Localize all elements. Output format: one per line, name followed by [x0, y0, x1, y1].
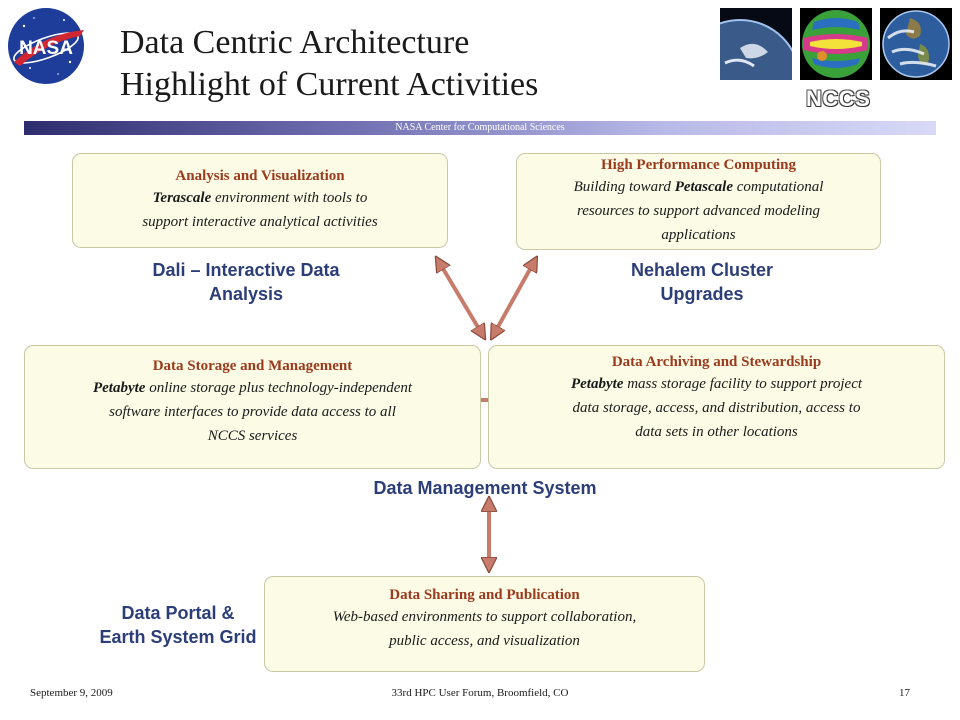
- footer-date: September 9, 2009: [30, 687, 113, 699]
- archiving-text-line3: data sets in other locations: [635, 424, 798, 440]
- sharing-text-line2: public access, and visualization: [389, 633, 580, 649]
- sharing-publication-box: Data Sharing and Publication Web-based e…: [264, 576, 705, 672]
- sharing-text-line1: Web-based environments to support collab…: [332, 609, 637, 625]
- analysis-bold: Terascale: [152, 190, 212, 206]
- nasa-logo: NASA: [8, 8, 84, 84]
- storage-text-line1: Petabyte online storage plus technology-…: [25, 376, 480, 400]
- portal-label: Data Portal & Earth System Grid: [62, 601, 294, 649]
- analysis-visualization-box: Analysis and Visualization Terascale env…: [72, 153, 448, 248]
- analysis-text-line2: support interactive analytical activitie…: [142, 214, 378, 230]
- nasa-logo-text: NASA: [19, 38, 73, 59]
- hpc-bold: Petascale: [674, 179, 733, 195]
- nehalem-label: Nehalem Cluster Upgrades: [584, 258, 820, 306]
- archiving-text-line1: Petabyte mass storage facility to suppor…: [489, 372, 944, 396]
- hpc-text-line1: Building toward Petascale computational: [517, 175, 880, 199]
- storage-bold: Petabyte: [92, 380, 146, 396]
- earth-temperature-map-image: [800, 8, 872, 80]
- storage-text-line2: software interfaces to provide data acce…: [109, 404, 396, 420]
- archiving-line1-rest: mass storage facility to support project: [623, 376, 863, 392]
- arrow-analysis-center: [439, 262, 482, 334]
- analysis-heading: Analysis and Visualization: [175, 168, 345, 184]
- dali-label-line1: Dali – Interactive Data: [152, 260, 340, 280]
- footer-page-number: 17: [899, 687, 910, 699]
- portal-label-line1: Data Portal &: [121, 603, 235, 623]
- hpc-line1-rest: computational: [733, 179, 824, 195]
- arrow-hpc-center: [494, 262, 534, 334]
- title-line1: Data Centric Architecture: [120, 24, 470, 61]
- earth-globe-image: [880, 8, 952, 80]
- storage-line1-rest: online storage plus technology-independe…: [145, 380, 413, 396]
- nccs-label: NCCS: [806, 86, 871, 111]
- archiving-stewardship-box: Data Archiving and Stewardship Petabyte …: [488, 345, 945, 469]
- archiving-text-line2: data storage, access, and distribution, …: [572, 400, 861, 416]
- footer-event: 33rd HPC User Forum, Broomfield, CO: [391, 687, 569, 699]
- sharing-heading: Data Sharing and Publication: [389, 587, 580, 603]
- storage-text-line3: NCCS services: [207, 428, 298, 444]
- analysis-line1-rest: environment with tools to: [211, 190, 368, 206]
- analysis-text-line1: Terascale environment with tools to: [73, 186, 447, 210]
- hpc-box: High Performance Computing Building towa…: [516, 153, 881, 250]
- page-title: Data Centric Architecture Highlight of C…: [120, 22, 680, 106]
- nehalem-label-line2: Upgrades: [660, 284, 744, 304]
- storage-heading: Data Storage and Management: [152, 358, 353, 374]
- storage-management-box: Data Storage and Management Petabyte onl…: [24, 345, 481, 469]
- title-line2: Highlight of Current Activities: [120, 66, 539, 103]
- archiving-heading: Data Archiving and Stewardship: [611, 354, 822, 370]
- dali-label-line2: Analysis: [208, 284, 284, 304]
- hpc-heading: High Performance Computing: [601, 157, 796, 173]
- center-name: NASA Center for Computational Sciences: [395, 122, 565, 133]
- earth-storm-image: [720, 8, 792, 80]
- nehalem-label-line1: Nehalem Cluster: [630, 260, 774, 280]
- hpc-text-line3: applications: [661, 227, 736, 243]
- hpc-line1-pre: Building toward: [573, 179, 675, 195]
- dali-label: Dali – Interactive Data Analysis: [108, 258, 384, 306]
- portal-label-line2: Earth System Grid: [99, 627, 257, 647]
- archiving-bold: Petabyte: [570, 376, 624, 392]
- dms-label: Data Management System: [373, 478, 597, 498]
- header-band: NASA Center for Computational Sciences: [24, 121, 936, 135]
- hpc-text-line2: resources to support advanced modeling: [576, 203, 821, 219]
